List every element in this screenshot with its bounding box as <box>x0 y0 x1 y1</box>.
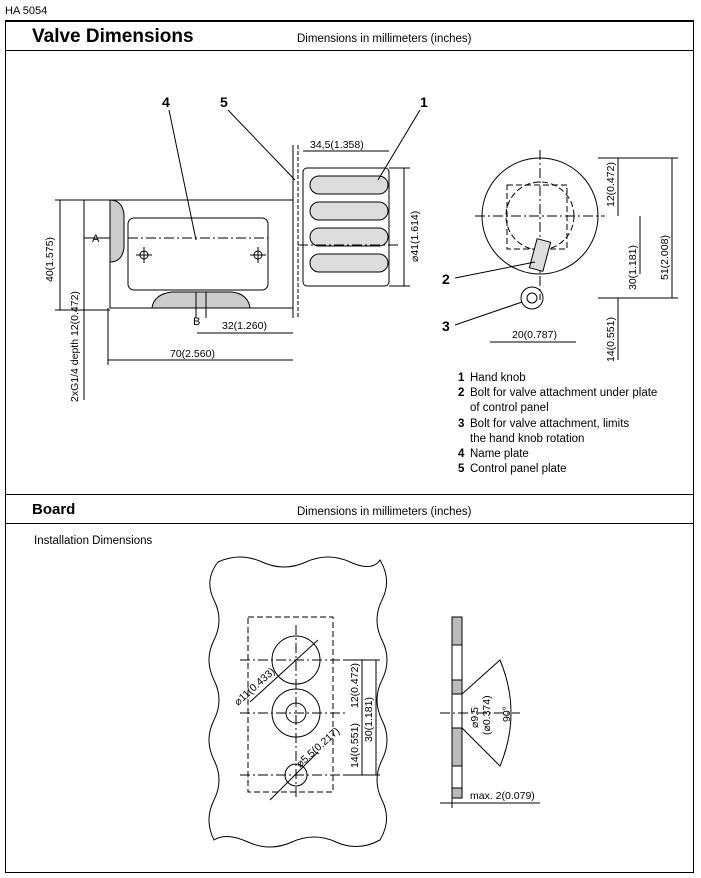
dim-32: 32(1.260) <box>222 320 267 332</box>
page-frame <box>5 20 694 873</box>
bolt-2 <box>528 238 552 272</box>
board-section-units-note: Dimensions in millimeters (inches) <box>297 506 472 518</box>
dim-board-30: 30(1.181) <box>363 697 375 742</box>
document-id: HA 5054 <box>5 5 48 17</box>
dim-30: 30(1.181) <box>627 245 639 290</box>
valve-section-units-note: Dimensions in millimeters (inches) <box>297 33 472 45</box>
name-plate <box>127 217 269 291</box>
dim-20: 20(0.787) <box>512 329 557 341</box>
callout-1: 1 <box>420 94 428 110</box>
dim-hole-5-5: ⌀5.5(0.217) <box>294 725 342 770</box>
bolt-3 <box>520 286 544 310</box>
valve-section-title: Valve Dimensions <box>32 26 194 47</box>
board-section-title: Board <box>32 501 76 518</box>
callout-2: 2 <box>442 271 450 287</box>
dim-hole-11: ⌀11(0.433) <box>232 666 278 709</box>
dim-9-5-inch: (⌀0.374) <box>481 695 493 735</box>
dim-angle: 90° <box>501 706 513 722</box>
board-cutout-outline <box>208 556 388 848</box>
port-a-label: A <box>92 233 100 245</box>
dim-51: 51(2.008) <box>659 235 671 280</box>
dim-34-5: 34,5(1.358) <box>310 139 364 151</box>
dim-board-14: 14(0.551) <box>349 723 361 768</box>
dim-thread: 2xG1/4 depth 12(0.472) <box>69 291 81 402</box>
dim-70: 70(2.560) <box>170 348 215 360</box>
dim-board-12: 12(0.472) <box>349 663 361 708</box>
port-b-label: B <box>193 316 200 328</box>
callout-5: 5 <box>220 94 228 110</box>
hand-knob-side <box>302 167 390 287</box>
dim-14: 14(0.551) <box>605 317 617 362</box>
dim-max-2: max. 2(0.079) <box>470 790 535 802</box>
dim-41: ⌀41(1.614) <box>409 211 421 262</box>
callout-3: 3 <box>442 318 450 334</box>
installation-subtitle: Installation Dimensions <box>34 535 153 547</box>
valve-dimension-drawing: 4 5 1 2 3 A B 34,5(1.358) 32(1.260) 70(2… <box>44 94 678 402</box>
valve-section-header: Valve Dimensions Dimensions in millimete… <box>5 21 694 51</box>
dim-9-5: ⌀9.5 <box>469 707 481 728</box>
dim-40: 40(1.575) <box>44 237 56 282</box>
board-section-header: Board Dimensions in millimeters (inches) <box>5 494 694 524</box>
callout-4: 4 <box>162 94 170 110</box>
dim-12: 12(0.472) <box>605 162 617 207</box>
